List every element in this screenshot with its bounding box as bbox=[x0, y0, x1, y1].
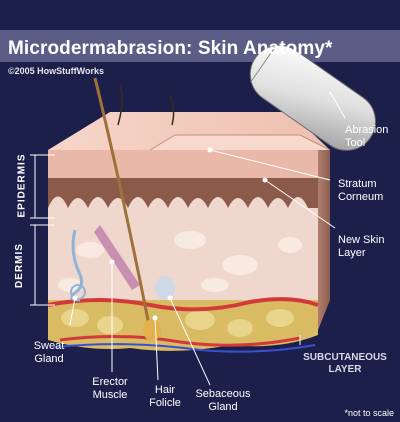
hair-shaft-3 bbox=[169, 94, 175, 126]
diagram-title: Microdermabrasion: Skin Anatomy* bbox=[8, 38, 333, 59]
scale-footnote: *not to scale bbox=[344, 408, 394, 418]
dermal-papillae bbox=[48, 196, 318, 230]
layer-brackets bbox=[30, 154, 55, 306]
hair-shaft bbox=[93, 77, 152, 331]
fat-lobules bbox=[61, 309, 294, 337]
hair-bulb bbox=[143, 319, 161, 341]
subcutaneous-label: SUBCUTANEOUS LAYER bbox=[303, 352, 387, 375]
epidermis-label: EPIDERMIS bbox=[16, 153, 28, 218]
hair-follicle-label: Hair Folicle bbox=[149, 384, 181, 409]
leader-lines bbox=[69, 91, 346, 386]
exfoliated-surface bbox=[150, 135, 330, 150]
erector-muscle bbox=[94, 225, 140, 290]
sweat-gland-coil bbox=[70, 284, 86, 300]
abrasion-tool-label: Abrasion Tool bbox=[345, 124, 389, 149]
stratum-corneum-label: Stratum Corneum bbox=[338, 178, 384, 203]
blood-vessels bbox=[47, 297, 319, 312]
sweat-gland-label: Sweat Gland bbox=[33, 340, 65, 365]
blood-vessels-lower bbox=[59, 334, 301, 347]
abrasion-tool-shape bbox=[249, 44, 376, 151]
sebaceous-gland bbox=[155, 276, 175, 300]
stratum-corneum-edge bbox=[149, 134, 331, 151]
erector-muscle-label: Erector Muscle bbox=[92, 376, 128, 401]
hair-shaft-2 bbox=[117, 84, 123, 126]
dermis-texture bbox=[58, 231, 302, 292]
sebaceous-gland-label: Sebaceous Gland bbox=[195, 388, 251, 413]
copyright-notice: ©2005 HowStuffWorks bbox=[8, 66, 104, 76]
epidermis-band bbox=[48, 150, 318, 178]
vein bbox=[54, 343, 316, 353]
new-skin-layer-label: New Skin Layer bbox=[338, 234, 385, 259]
dermis-label: DERMIS bbox=[13, 243, 25, 288]
title-band bbox=[0, 30, 400, 62]
sweat-gland bbox=[70, 229, 83, 302]
skin-side-face bbox=[318, 150, 330, 330]
